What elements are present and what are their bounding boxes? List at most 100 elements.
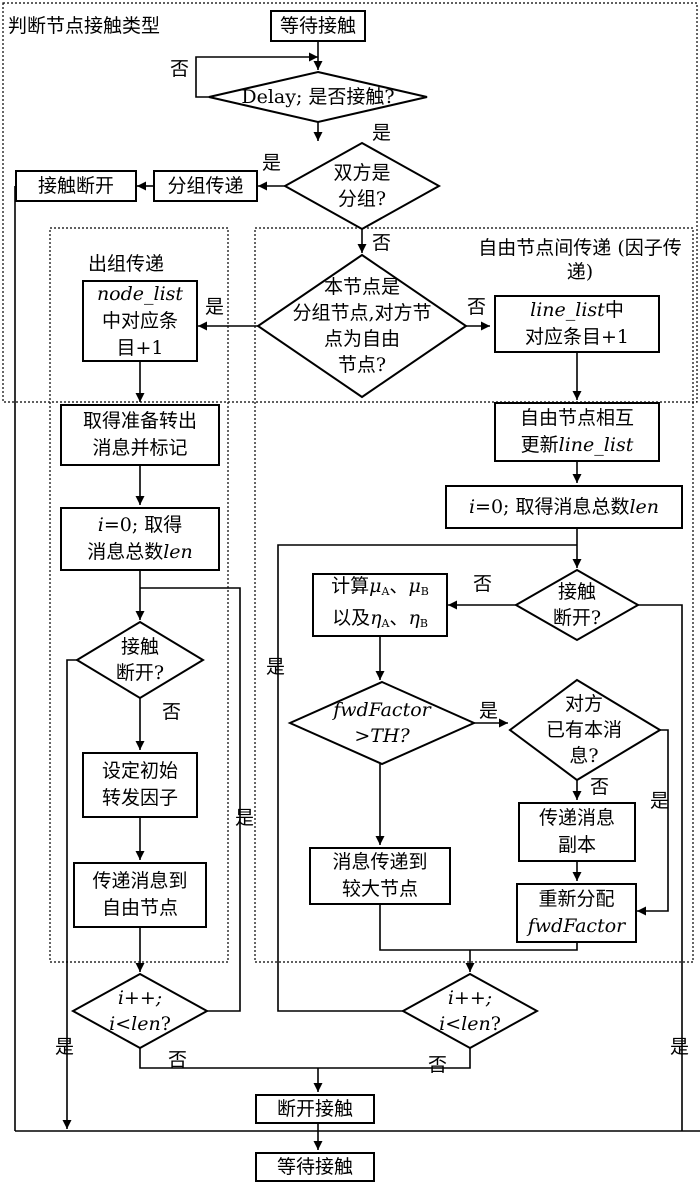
region-judge-type [2,2,698,403]
this-group-line2: 分组节点,对方节 [292,302,432,324]
left-init-line1: i=0; 取得 [98,512,183,539]
region-title-free-transfer-line1: 自由节点间传递 [478,237,612,259]
realloc-var: fwdFactor [527,915,626,937]
send-larger-line1: 消息传递到 [332,851,428,873]
this-group-line4: 节点? [337,354,387,376]
label-no-has-msg: 否 [590,776,610,798]
disconnect-box: 断开接触 [255,1094,375,1124]
has-msg-line3: 息? [569,745,599,767]
get-prepare-box: 取得准备转出 消息并标记 [60,404,220,466]
label-yes-right-break: 是 [670,1036,690,1058]
line-list-box: line_list中 对应条目+1 [494,295,660,353]
left-break-decision-text: 接触 断开? [90,634,190,686]
calc-sub-b2: B [419,617,428,630]
label-no-both-group: 否 [372,232,392,254]
wait-end-box: 等待接触 [255,1152,375,1182]
calc-box: 计算μA、μB 以及ηA、ηB [312,573,448,637]
free-update-line2: 更新line_list [521,432,634,459]
left-init-len: len [163,541,193,563]
group-transfer-text: 分组传递 [167,174,244,197]
right-init-line1: i=0; 取得消息总数len [469,494,659,521]
calc-sep1: 、 [389,575,409,597]
get-prepare-line1: 取得准备转出 [82,410,197,432]
region-group-out [49,227,229,963]
left-loop-line1: i++; [118,985,162,1011]
left-break-line2: 断开? [115,662,165,684]
free-update-text2: 更新 [520,434,559,456]
label-no-left-loop: 否 [168,1049,188,1071]
left-init-text1: =0; 取得 [103,514,183,536]
left-init-text2: 消息总数 [87,541,164,563]
calc-text2: 以及 [332,607,371,629]
right-loop-decision-text: i++; i<len? [415,985,525,1037]
right-loop-line1: i++; [448,985,492,1011]
calc-sep2: 、 [389,607,409,629]
copy-line2: 副本 [557,834,596,856]
disconnect-contact-text: 接触断开 [37,174,114,197]
left-init-box: i=0; 取得 消息总数len [60,507,220,571]
free-update-var: line_list [558,434,634,456]
region-free-transfer [254,227,694,963]
wait-start-box: 等待接触 [270,10,366,42]
both-group-decision-text: 双方是 分组? [300,160,424,212]
copy-line1: 传递消息 [538,807,615,829]
left-init-line2: 消息总数len [87,539,193,566]
calc-mu-b: μ [408,575,421,597]
right-loop-i: i [439,1013,446,1035]
disconnect-contact-box: 接触断开 [15,170,137,202]
label-yes-delay: 是 [372,122,392,144]
region-title-free-transfer: 自由节点间传递 (因子传递) [470,236,690,284]
get-prepare-line2: 消息并标记 [92,437,188,459]
line-list-line1: line_list中 [530,297,624,324]
left-loop-len: len [131,1013,161,1035]
send-free-box: 传递消息到 自由节点 [73,862,207,928]
label-yes-has-msg: 是 [650,790,670,812]
group-transfer-box: 分组传递 [153,170,258,202]
send-larger-line2: 较大节点 [341,878,418,900]
this-group-decision-text: 本节点是 分组节点,对方节 点为自由 节点? [268,274,456,378]
node-list-line1: node_list [97,281,183,308]
disconnect-text: 断开接触 [276,1097,353,1120]
both-group-line2: 分组? [337,188,387,210]
node-list-var: node_list [96,282,184,305]
calc-text1: 计算 [331,575,370,597]
wait-start-text: 等待接触 [279,14,356,37]
label-no-delay: 否 [170,58,190,80]
both-group-line1: 双方是 [333,162,391,184]
label-yes-both-group: 是 [262,152,282,174]
send-larger-box: 消息传递到 较大节点 [309,847,451,905]
free-update-box: 自由节点相互 更新line_list [494,402,660,462]
label-yes-left-break: 是 [55,1036,75,1058]
node-list-box: node_list 中对应条 目+1 [82,280,198,362]
label-no-this-group: 否 [467,296,487,318]
region-title-group-out: 出组传递 [88,253,165,275]
right-init-len: len [629,495,660,518]
free-update-line1: 自由节点相互 [519,407,634,429]
calc-sub-a2: A [381,617,390,630]
left-break-line1: 接触 [120,636,159,658]
fwd-factor-line2: >TH? [354,723,409,749]
left-loop-text1: i++; [117,987,163,1009]
set-factor-line1: 设定初始 [101,760,178,782]
right-break-decision-text: 接触 断开? [527,579,627,631]
right-init-box: i=0; 取得消息总数len [445,485,683,529]
fwd-factor-decision-text: fwdFactor >TH? [305,697,459,749]
fwd-factor-var: fwdFactor [333,699,431,721]
this-group-decision [256,253,468,399]
right-init-text: =0; 取得消息总数 [475,495,630,518]
right-loop-q: ? [490,1013,501,1035]
calc-mu-a: μ [369,575,382,597]
realloc-line2: fwdFactor [528,913,625,940]
set-factor-line2: 转发因子 [101,787,178,809]
calc-eta-a: η [370,607,382,629]
this-group-line3: 点为自由 [323,328,400,350]
has-msg-line1: 对方 [564,693,603,715]
calc-line2: 以及ηA、ηB [332,605,428,637]
label-yes-fwd-factor: 是 [479,700,499,722]
left-loop-line2: i<len? [109,1011,171,1037]
calc-sub-b1: B [420,585,429,598]
region-title-free-transfer-line2: (因子传递) [566,237,682,283]
delay-decision-line: Delay; 是否接触? [241,86,395,108]
line-list-suffix: 中 [604,299,624,321]
